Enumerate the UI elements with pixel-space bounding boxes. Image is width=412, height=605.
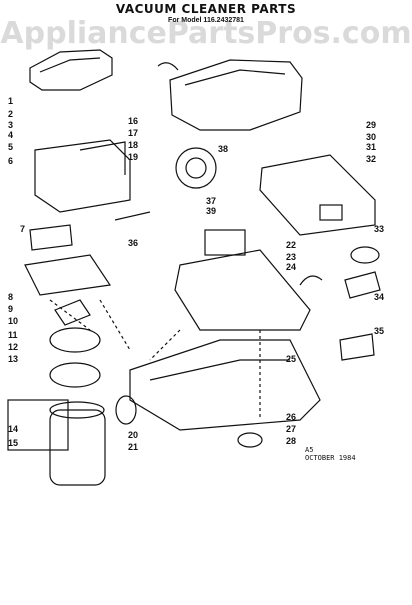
frame-shape bbox=[174, 249, 311, 331]
callout-29: 29 bbox=[366, 120, 376, 130]
callout-37: 37 bbox=[206, 196, 216, 206]
motor-top bbox=[49, 401, 105, 419]
callout-14: 14 bbox=[8, 424, 18, 434]
callout-3: 3 bbox=[8, 120, 13, 130]
callout-labels: 1234567891011121314151617181920212223242… bbox=[8, 96, 384, 452]
base-plate-shape bbox=[24, 254, 112, 296]
callout-17: 17 bbox=[128, 128, 138, 138]
callout-4: 4 bbox=[8, 130, 13, 140]
callout-19: 19 bbox=[128, 152, 138, 162]
hood-detail bbox=[184, 69, 286, 86]
callout-16: 16 bbox=[128, 116, 138, 126]
callout-22: 22 bbox=[286, 240, 296, 250]
page-title: VACUUM CLEANER PARTS bbox=[115, 2, 297, 16]
gasket-ring-1 bbox=[49, 327, 101, 353]
callout-32: 32 bbox=[366, 154, 376, 164]
leader-dashed bbox=[49, 299, 261, 420]
callout-38: 38 bbox=[218, 144, 228, 154]
base-body-shape bbox=[129, 339, 321, 431]
top-cover-shape bbox=[29, 49, 113, 91]
note-line-1: A5 bbox=[305, 446, 314, 454]
motor-callout-box bbox=[7, 399, 69, 451]
callout-35: 35 bbox=[374, 326, 384, 336]
motor-housing-shape bbox=[34, 139, 131, 213]
top-cover-ridge bbox=[39, 57, 101, 73]
callout-2: 2 bbox=[8, 109, 13, 119]
callout-20: 20 bbox=[128, 430, 138, 440]
callout-33: 33 bbox=[374, 224, 384, 234]
note-line-2: OCTOBER 1984 bbox=[305, 454, 356, 462]
date-note: A5 OCTOBER 1984 bbox=[305, 446, 356, 462]
gear-34-shape bbox=[344, 271, 381, 299]
callout-5: 5 bbox=[8, 142, 13, 152]
motor-body-shape bbox=[49, 409, 106, 486]
callout-7: 7 bbox=[20, 224, 25, 234]
callout-12: 12 bbox=[8, 342, 18, 352]
callout-15: 15 bbox=[8, 438, 18, 448]
cord-shape bbox=[299, 275, 323, 286]
hood-shape bbox=[169, 59, 303, 131]
callout-25: 25 bbox=[286, 354, 296, 364]
callout-21: 21 bbox=[128, 442, 138, 452]
filter-plate-shape bbox=[29, 224, 73, 251]
callout-39: 39 bbox=[206, 206, 216, 216]
callout-1: 1 bbox=[8, 96, 13, 106]
callout-13: 13 bbox=[8, 354, 18, 364]
bag-collar bbox=[319, 204, 343, 221]
page-subtitle: For Model 116.2432781 bbox=[168, 17, 244, 24]
filter-bag-shape bbox=[259, 154, 376, 236]
base-body-detail bbox=[149, 359, 290, 381]
callout-23: 23 bbox=[286, 252, 296, 262]
callout-9: 9 bbox=[8, 304, 13, 314]
callout-28: 28 bbox=[286, 436, 296, 446]
callout-36: 36 bbox=[128, 238, 138, 248]
wheel-shape bbox=[115, 395, 137, 425]
gear-33-shape bbox=[350, 246, 380, 264]
caster-shape bbox=[237, 432, 263, 448]
gasket-ring-2 bbox=[49, 362, 101, 388]
callout-18: 18 bbox=[128, 140, 138, 150]
callout-26: 26 bbox=[286, 412, 296, 422]
callout-6: 6 bbox=[8, 156, 13, 166]
fan-cover-inner bbox=[185, 157, 207, 179]
motor-housing-detail bbox=[79, 141, 126, 175]
callout-8: 8 bbox=[8, 292, 13, 302]
callout-10: 10 bbox=[8, 316, 18, 326]
callout-11: 11 bbox=[8, 330, 18, 340]
callout-24: 24 bbox=[286, 262, 296, 272]
callout-27: 27 bbox=[286, 424, 296, 434]
grille-shape bbox=[204, 229, 246, 256]
watermark: AppliancePartsPros.com bbox=[0, 16, 412, 51]
hood-handle bbox=[157, 62, 179, 71]
fan-cover-shape bbox=[175, 147, 217, 189]
callout-30: 30 bbox=[366, 132, 376, 142]
pin-36-shape bbox=[114, 211, 151, 221]
bracket-35-shape bbox=[339, 333, 375, 361]
callout-31: 31 bbox=[366, 142, 376, 152]
callout-34: 34 bbox=[374, 292, 384, 302]
fan-shape bbox=[54, 299, 91, 326]
